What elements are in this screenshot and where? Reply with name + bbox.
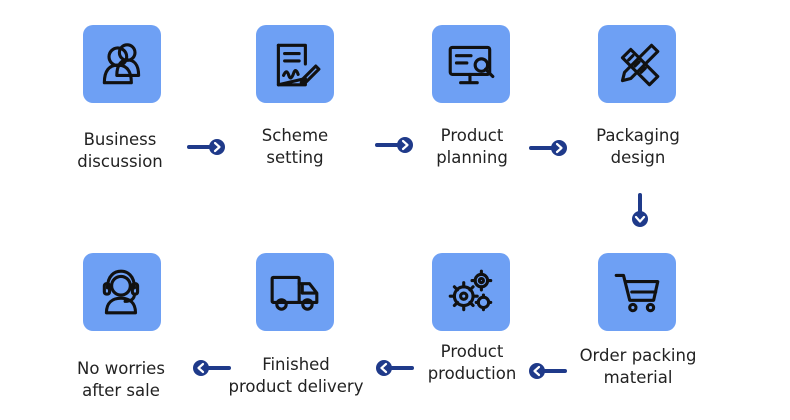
step-tile <box>83 253 161 331</box>
step-tile <box>432 25 510 103</box>
step-tile <box>598 253 676 331</box>
step-tile <box>598 25 676 103</box>
arrow-left-icon <box>191 356 231 380</box>
arrow-right-icon <box>529 136 569 160</box>
step-label: Business discussion <box>77 130 163 171</box>
headset-icon <box>95 265 149 319</box>
step-label: Finished product delivery <box>228 355 364 396</box>
arrow-right-icon <box>187 135 227 159</box>
arrow-left-icon <box>527 359 567 383</box>
step-label: No worries after sale <box>77 359 165 400</box>
step-tile <box>83 25 161 103</box>
monitor-search-icon <box>444 37 498 91</box>
document-sign-icon <box>268 37 322 91</box>
step-label: Scheme setting <box>261 126 329 167</box>
users-icon <box>95 37 149 91</box>
arrow-right-icon <box>375 133 415 157</box>
step-label: Product planning <box>436 126 508 167</box>
gears-icon <box>444 265 498 319</box>
step-tile <box>256 253 334 331</box>
step-label: Order packing material <box>579 346 697 387</box>
ruler-pencil-icon <box>610 37 664 91</box>
step-tile <box>256 25 334 103</box>
step-label: Product production <box>427 342 517 383</box>
step-tile <box>432 253 510 331</box>
arrow-left-icon <box>374 356 414 380</box>
truck-icon <box>268 265 322 319</box>
arrow-down-icon <box>628 193 652 229</box>
shopping-cart-icon <box>610 265 664 319</box>
step-label: Packaging design <box>596 126 680 167</box>
